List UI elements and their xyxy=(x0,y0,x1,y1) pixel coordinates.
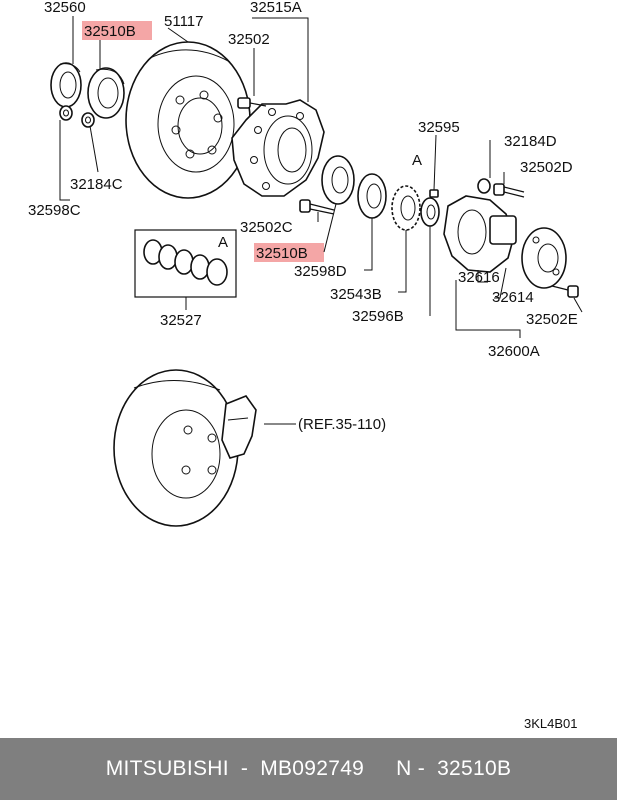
label-marker-A-box: A xyxy=(218,234,228,251)
bolt-32502E xyxy=(551,285,579,298)
label-reference: (REF.35-110) xyxy=(298,416,386,433)
hub-32515A xyxy=(231,99,325,197)
freewheel-hub-32600A xyxy=(443,195,567,289)
screw-32595 xyxy=(429,189,439,198)
label-32502D: 32502D xyxy=(520,159,573,176)
hub-bolt-32502 xyxy=(237,97,267,109)
label-32515A: 32515A xyxy=(250,0,302,16)
seal-kit-32527 xyxy=(134,229,237,298)
leader-lines xyxy=(59,16,583,338)
nut-32184C xyxy=(81,112,95,128)
footer-ref-prefix: N - xyxy=(396,757,426,780)
assembled-disc-view xyxy=(113,369,296,527)
highlight-box-mid xyxy=(254,243,324,262)
label-32184D: 32184D xyxy=(504,133,557,150)
label-32502E: 32502E xyxy=(526,311,578,328)
label-51117: 51117 xyxy=(164,13,204,30)
seal-32560 xyxy=(50,62,82,108)
label-32614: 32614 xyxy=(492,289,534,306)
label-32510B-mid: 32510B xyxy=(256,245,308,262)
footer-separator: - xyxy=(240,757,249,780)
footer-bar: MITSUBISHI - MB092749 N - 32510B xyxy=(0,738,617,800)
parts-diagram: 32560 32510B 51117 32515A 32502 32184C 3… xyxy=(28,0,583,731)
label-32502C: 32502C xyxy=(240,219,293,236)
nut-32598C xyxy=(59,105,73,121)
label-32510B-top: 32510B xyxy=(84,23,136,40)
nut-32184D xyxy=(477,178,491,194)
footer-brand: MITSUBISHI xyxy=(105,757,229,780)
label-32527: 32527 xyxy=(160,312,202,329)
bolt-32502C xyxy=(299,199,335,215)
label-32502: 32502 xyxy=(228,31,270,48)
label-32616: 32616 xyxy=(458,269,500,286)
bearing-32510B-mid xyxy=(321,155,355,205)
ring-32596B xyxy=(420,197,440,227)
gear-32543B xyxy=(391,185,421,231)
brake-disc-51117 xyxy=(125,41,251,199)
washer-32598D xyxy=(357,173,387,219)
highlight-box-top xyxy=(82,21,152,40)
bolt-32502D xyxy=(493,183,525,198)
label-drawing-code: 3KL4B01 xyxy=(524,716,578,731)
footer-part-number: MB092749 xyxy=(260,757,365,780)
bearing-32510B-top xyxy=(87,67,125,119)
label-32598C: 32598C xyxy=(28,202,81,219)
label-32598D: 32598D xyxy=(294,263,347,280)
label-32543B: 32543B xyxy=(330,286,382,303)
label-32184C: 32184C xyxy=(70,176,123,193)
label-marker-A-upper: A xyxy=(412,152,422,169)
label-32595: 32595 xyxy=(418,119,460,136)
label-32560: 32560 xyxy=(44,0,86,16)
footer-ref-number: 32510B xyxy=(437,757,512,780)
label-32596B: 32596B xyxy=(352,308,404,325)
label-32600A: 32600A xyxy=(488,343,540,360)
